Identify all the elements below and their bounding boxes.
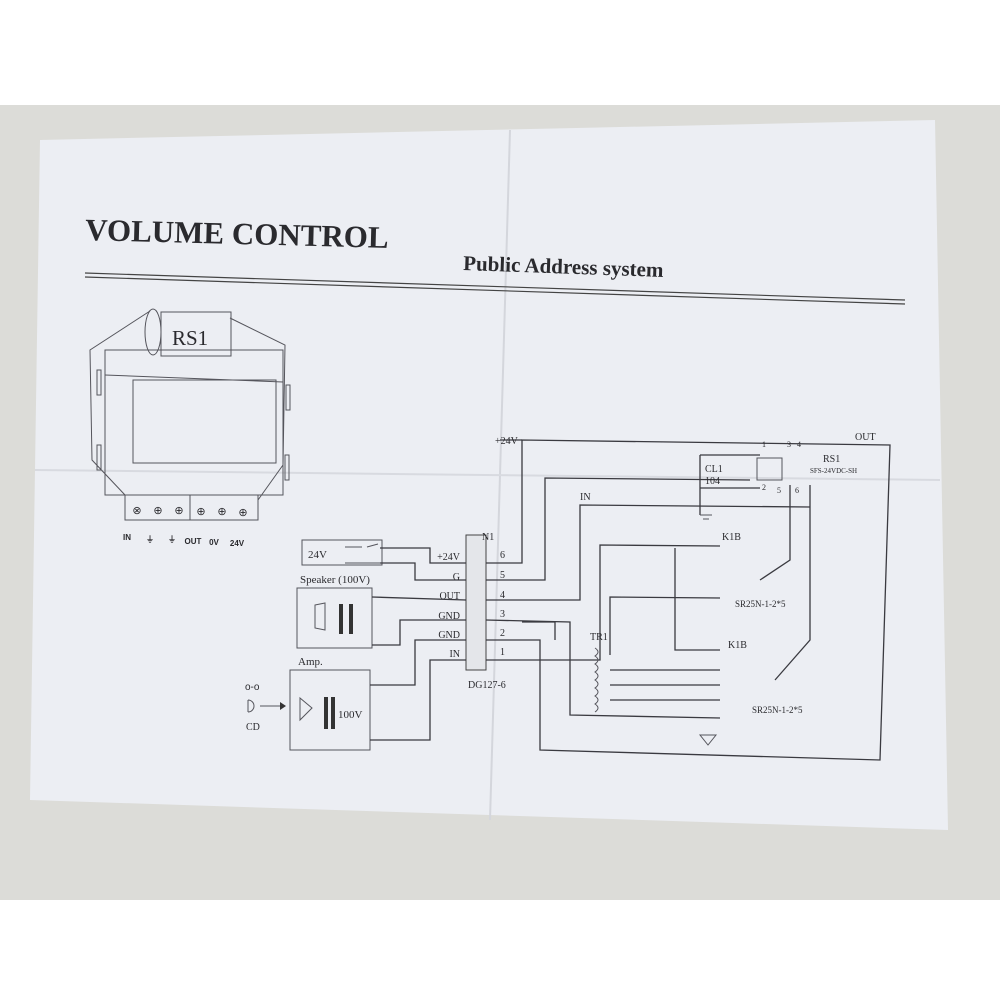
- ground-icon: [700, 514, 712, 520]
- pin-number: 4: [500, 590, 505, 601]
- pin-label: OUT: [439, 591, 460, 602]
- capacitor-value: 104: [705, 476, 720, 487]
- pin-label: IN: [449, 649, 460, 660]
- relay-pin: 3: [787, 440, 791, 449]
- transformer-label: TR1: [590, 632, 608, 643]
- terminal-label: IN: [123, 533, 131, 542]
- pin-label: GND: [438, 630, 460, 641]
- supply-label: +24V: [495, 436, 519, 447]
- transformer-coil: [594, 647, 599, 713]
- fold-line: [34, 469, 941, 481]
- switch1-model: SR25N-1-2*5: [735, 599, 786, 609]
- svg-text:⊕: ⊕: [217, 506, 226, 518]
- svg-text:100V: 100V: [338, 709, 363, 721]
- amp-box: 100V: [289, 669, 371, 751]
- pin-number: 5: [500, 570, 505, 581]
- terminal-label: OUT: [185, 537, 202, 546]
- relay-pin: 6: [795, 486, 799, 495]
- cd-source: o-o CD: [245, 682, 286, 733]
- speaker-label: Speaker (100V): [300, 574, 370, 586]
- connector-model: DG127-6: [468, 680, 506, 691]
- pin-number: 1: [500, 647, 505, 658]
- relay-model: SFS-24VDC-SH: [810, 467, 857, 475]
- pin-label: G: [453, 572, 460, 583]
- in-label: IN: [580, 492, 591, 503]
- doc-title: VOLUME CONTROL: [85, 212, 389, 255]
- switch1-label: K1B: [722, 532, 741, 543]
- wires: [370, 439, 891, 761]
- terminal-label: 0V: [209, 538, 219, 547]
- relay-pin: 5: [777, 486, 781, 495]
- connector-name: N1: [482, 532, 494, 543]
- relay-coil: [756, 457, 783, 481]
- relay-pin: 4: [797, 440, 801, 449]
- pin-label: GND: [438, 611, 460, 622]
- speaker-box: [296, 587, 373, 649]
- terminal-label: ⏚: [146, 535, 154, 544]
- terminal-label: ⏚: [168, 535, 176, 544]
- switch2-model: SR25N-1-2*5: [752, 705, 803, 715]
- pin-number: 3: [500, 609, 505, 620]
- capacitor-label: CL1: [705, 464, 723, 475]
- out-label: OUT: [855, 432, 876, 443]
- terminal-label: 24V: [230, 539, 245, 548]
- device-label: RS1: [172, 326, 208, 350]
- pin-label: +24V: [437, 552, 461, 563]
- relay-pin: 1: [762, 440, 766, 449]
- svg-text:o-o: o-o: [245, 682, 260, 693]
- svg-text:⊕: ⊕: [174, 505, 183, 517]
- svg-text:⊗: ⊗: [132, 505, 141, 517]
- title-rule: [84, 272, 906, 305]
- switch2-label: K1B: [728, 640, 747, 651]
- cd-label: CD: [246, 722, 260, 733]
- ground-icon: [698, 734, 718, 746]
- relay-pin: 2: [762, 483, 766, 492]
- connector-n1: [465, 534, 487, 671]
- amp-label: Amp.: [298, 656, 323, 668]
- device-drawing: RS1 ⊗ ⊕ ⊕ ⊕ ⊕ ⊕ IN ⏚ ⏚ OUT 0V 24V: [89, 308, 291, 548]
- power-supply-box: 24V: [301, 539, 383, 566]
- pin-number: 2: [500, 628, 505, 639]
- pin-number: 6: [500, 550, 505, 561]
- svg-text:⊕: ⊕: [153, 505, 162, 517]
- svg-text:⊕: ⊕: [196, 506, 205, 518]
- relay-label: RS1: [823, 454, 840, 465]
- svg-text:24V: 24V: [308, 549, 327, 561]
- svg-text:⊕: ⊕: [238, 507, 247, 519]
